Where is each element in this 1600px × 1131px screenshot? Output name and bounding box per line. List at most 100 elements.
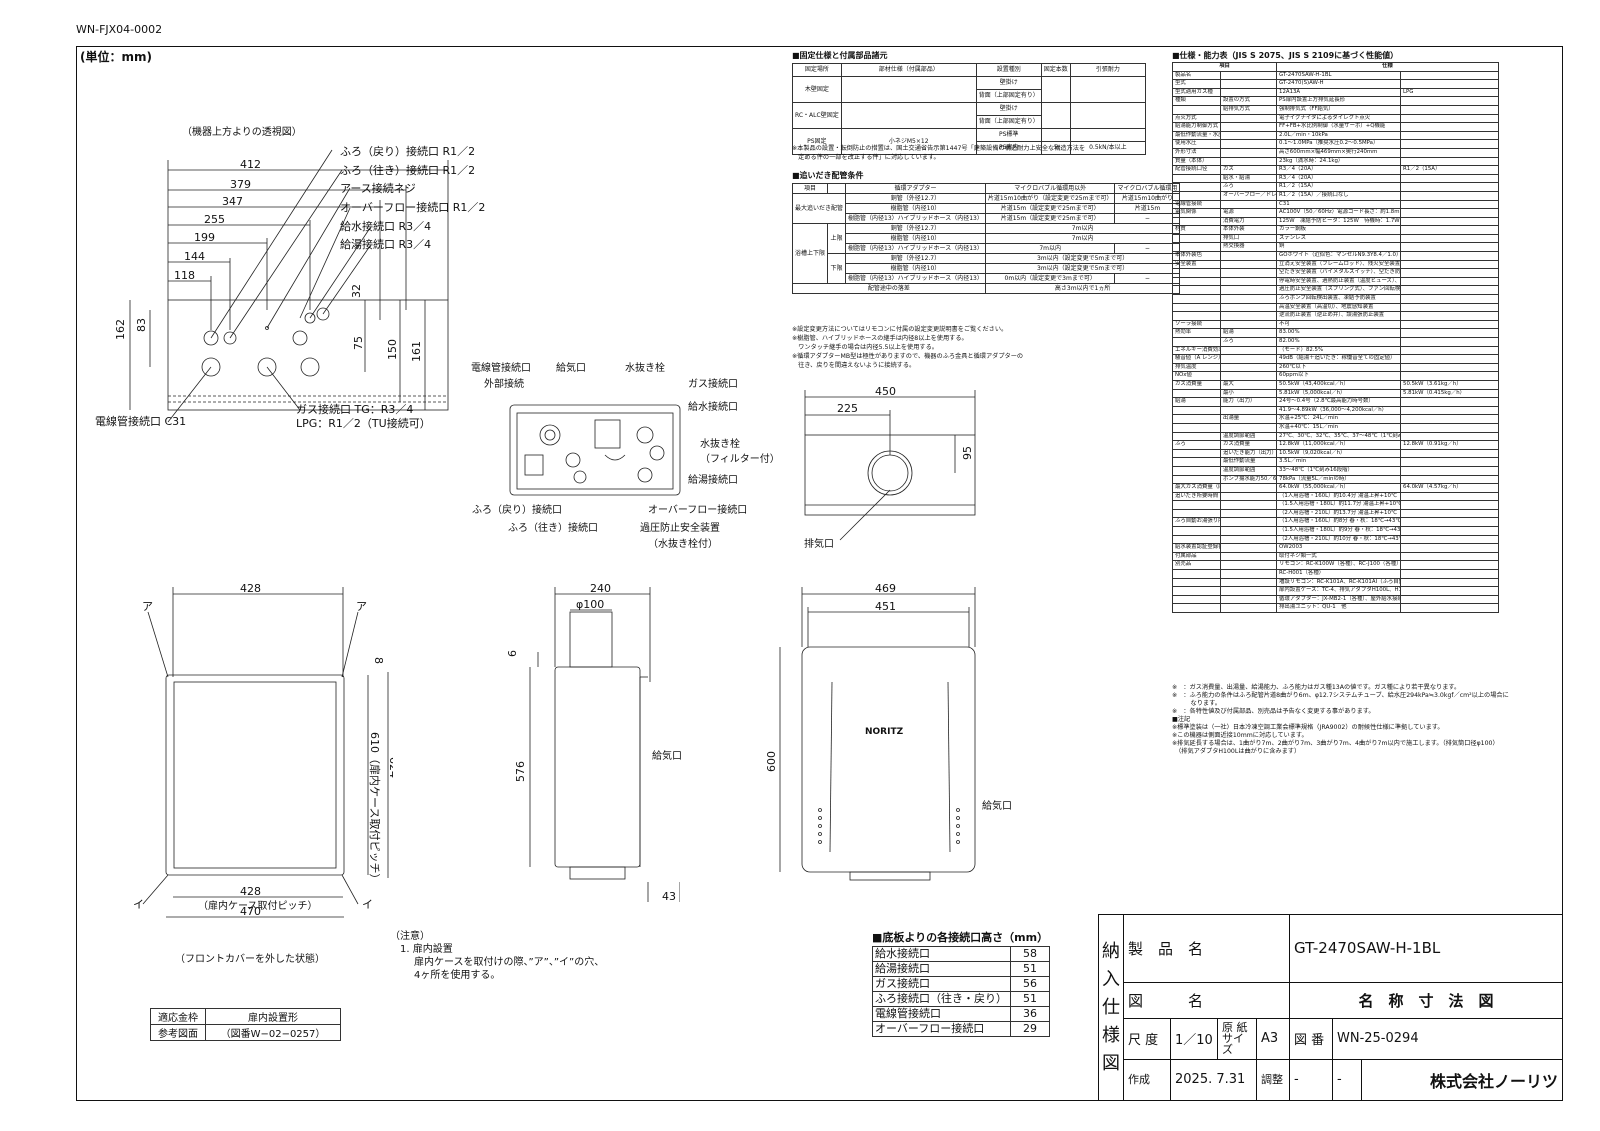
spec-row: 増設リモコン：RC-K101A、RC-K101AI（ふろ自動スイッチ付き）、RC… — [1172, 577, 1500, 588]
spec-row: 別売品リモコン：RC-K100W（各種）、RC-J100（各種） — [1172, 560, 1500, 571]
spec-note: ※排気延長する場合は、1曲がり7m、2曲がり7m、3曲がり7m、4曲がり7m以内… — [1172, 740, 1499, 747]
bottom-label-air-intake: 給気口 — [556, 363, 586, 374]
top-plan-drawing: 450 225 95 — [804, 385, 976, 541]
bottom-label-filter: （フィルター付） — [700, 454, 780, 465]
spec-row: （1.5人用浴槽・180L）約9分 春・秋：18℃→43℃ — [1172, 526, 1500, 536]
front-view-drawing: 469 451 600 NORITZ — [765, 582, 976, 881]
bottom-label-relief-drain: （水抜き栓付） — [648, 539, 718, 550]
bottom-label-bath-supply: ふろ（往き）接続口 — [508, 523, 598, 534]
label-water-supply: 給水接続口 R3／4 — [340, 220, 432, 233]
top-dim-199: 199 — [194, 231, 215, 244]
front-label-intake: 給気口 — [982, 801, 1012, 812]
plan-dim-225: 225 — [837, 402, 858, 415]
fixing-note-2: 定める件の一部を改正する件」に対応しています。 — [792, 154, 940, 161]
spec-row: 温度調節範囲27℃、30℃、32℃、35℃、37〜48℃（1℃刻み）、50、55… — [1172, 431, 1500, 442]
spec-row: 最大ガス消費量（同時使用時）64.0kW（55,000kcal／h）64.0kW… — [1172, 483, 1500, 493]
spec-row: 熱交換器銅 — [1172, 242, 1500, 253]
bottom-label-relief: 過圧防止安全装置 — [640, 523, 720, 534]
height-row: ふろ接続口（往き・戻り）51 — [872, 991, 1050, 1007]
label-conduit: 電線管接続口 C31 — [95, 415, 187, 428]
brand-logo: NORITZ — [865, 727, 904, 737]
spec-row: 過圧防止安全装置（スプリング式）、ファン回転検出装置 — [1172, 285, 1500, 296]
label-bath-return: ふろ（戻り）接続口 R1／2 — [340, 145, 476, 158]
spec-row: ポンプ揚水能力50／60Hz共通78kPa（流量5L／minの時） — [1172, 474, 1500, 485]
spec-row: 出湯量水温+25℃：24L／min — [1172, 414, 1500, 424]
side-dim-240: 240 — [590, 582, 611, 595]
drawing-number: WN-25-0294 — [1332, 1017, 1563, 1060]
bottom-label-external: 外部接続 — [484, 379, 524, 390]
drawing-frame — [76, 46, 1563, 1101]
heights-title: ■底板よりの各接続口高さ（mm） — [872, 931, 1049, 944]
spec-row: （2人用浴槽・210L）約13.7分 湯温上昇+10℃ — [1172, 508, 1500, 519]
case-dim-428-bottom: 428 — [240, 885, 261, 898]
front-dim-600: 600 — [765, 751, 778, 772]
side-label-intake: 給気口 — [652, 751, 682, 762]
spec-row: 逆流防止装置（逆止め弁）、誤湯張防止装置 — [1172, 311, 1500, 321]
oidaki-note-3: ワンタッチ継手の場合は内径5.5以上を使用する。 — [792, 344, 938, 351]
mark-i-right: イ — [362, 898, 373, 911]
unit-label: (単位：mm) — [80, 50, 152, 64]
spec-note: なります。 — [1172, 700, 1221, 707]
spec-row: 給水装置認証登録番号OW2003 — [1172, 543, 1500, 553]
side-view-drawing: 240 φ100 6 576 43 — [506, 582, 680, 903]
label-exhaust: 排気口 — [804, 539, 834, 550]
top-view-drawing: 412 379 347 255 199 144 118 162 83 32 75… — [114, 149, 449, 423]
label-gas-tg: ガス接続口 TG：R3／4 — [296, 403, 414, 416]
creation-date: 2025. 7.31 — [1170, 1058, 1257, 1102]
spec-note: ※ ：ふろ能力の条件はふろ配管片道8曲がり6m、φ12.7システムチューブ、給水… — [1172, 692, 1509, 699]
spec-row: 排出湯ユニット：QU-1 他 — [1172, 603, 1500, 613]
spec-row: 41.9〜4.89kW（36,000〜4,200kcal／h） — [1172, 405, 1500, 416]
top-dim-118: 118 — [174, 269, 195, 282]
product-name-label: 製 品 名 — [1123, 914, 1290, 983]
bottom-label-bath-return: ふろ（戻り）接続口 — [472, 505, 562, 516]
company-name: 株式会社ノーリツ — [1361, 1058, 1563, 1102]
spec-row: 点火方式電子イグナイタによるダイレクト点火 — [1172, 113, 1500, 124]
top-view-caption: （機器上方よりの透視図） — [182, 127, 302, 138]
bottom-label-overflow: オーバーフロー接続口 — [648, 505, 748, 516]
oidaki-note-5: 往き、戻りを間違えないように接続する。 — [792, 362, 916, 369]
label-bath-supply: ふろ（往き）接続口 R1／2 — [340, 164, 476, 177]
top-dim-161: 161 — [410, 341, 423, 362]
spec-row: 追いだき能力（出力）10.5kW（9,020kcal／h） — [1172, 448, 1500, 459]
bottom-view-drawing — [509, 404, 681, 496]
top-dim-75: 75 — [352, 336, 365, 350]
label-earth-screw: アース接続ネジ — [340, 182, 416, 195]
spec-row: 停電時安全装置、過熱防止装置（温度ヒューズ）、過電流防止装置 — [1172, 276, 1500, 287]
oidaki-note-1: ※設定変更方法についてはリモコンに付属の設定変更説明書をご覧ください。 — [792, 326, 1008, 333]
top-dim-32: 32 — [350, 284, 363, 298]
top-dim-144: 144 — [184, 250, 205, 263]
fixing-note-1: ※本製品の設置・転倒防止の措置は、国土交通省告示第1447号「建築設備の構造耐力… — [792, 145, 1086, 152]
spec-row: 外形寸法高さ600mm×幅469mm×奥行240mm — [1172, 147, 1500, 158]
top-dim-347: 347 — [222, 195, 243, 208]
top-dim-150: 150 — [386, 339, 399, 360]
label-gas-lpg: LPG：R1／2（TU接続可） — [296, 417, 431, 430]
product-name-value: GT-2470SAW-H-1BL — [1289, 914, 1563, 983]
title-block: 納入仕様図 製 品 名 GT-2470SAW-H-1BL 図 名 名 称 寸 法… — [1098, 914, 1563, 1102]
bottom-label-gas: ガス接続口 — [688, 379, 738, 390]
oidaki-table: 項目循環アダプター マイクロバブル循環用以外マイクロバブル循環用 最大追いだき配… — [791, 183, 1181, 294]
apply-frame-table: 適応金枠扉内設置形 参考図面（図番W−02−0257） — [150, 1008, 341, 1041]
top-dim-162: 162 — [114, 319, 127, 340]
drawing-name-value: 名 称 寸 法 図 — [1289, 981, 1563, 1019]
case-dim-8: 8 — [372, 657, 385, 664]
bottom-label-drain: 水抜き栓 — [625, 363, 665, 374]
spec-row: エネルギー消費効率（モード）82.5% — [1172, 345, 1500, 356]
plan-dim-450: 450 — [875, 385, 896, 398]
spec-row: 空だき安全装置（バイメタルスイッチ）、空だき防止装置（水流スイッチ） — [1172, 268, 1500, 278]
side-dim-43: 43 — [662, 890, 676, 903]
